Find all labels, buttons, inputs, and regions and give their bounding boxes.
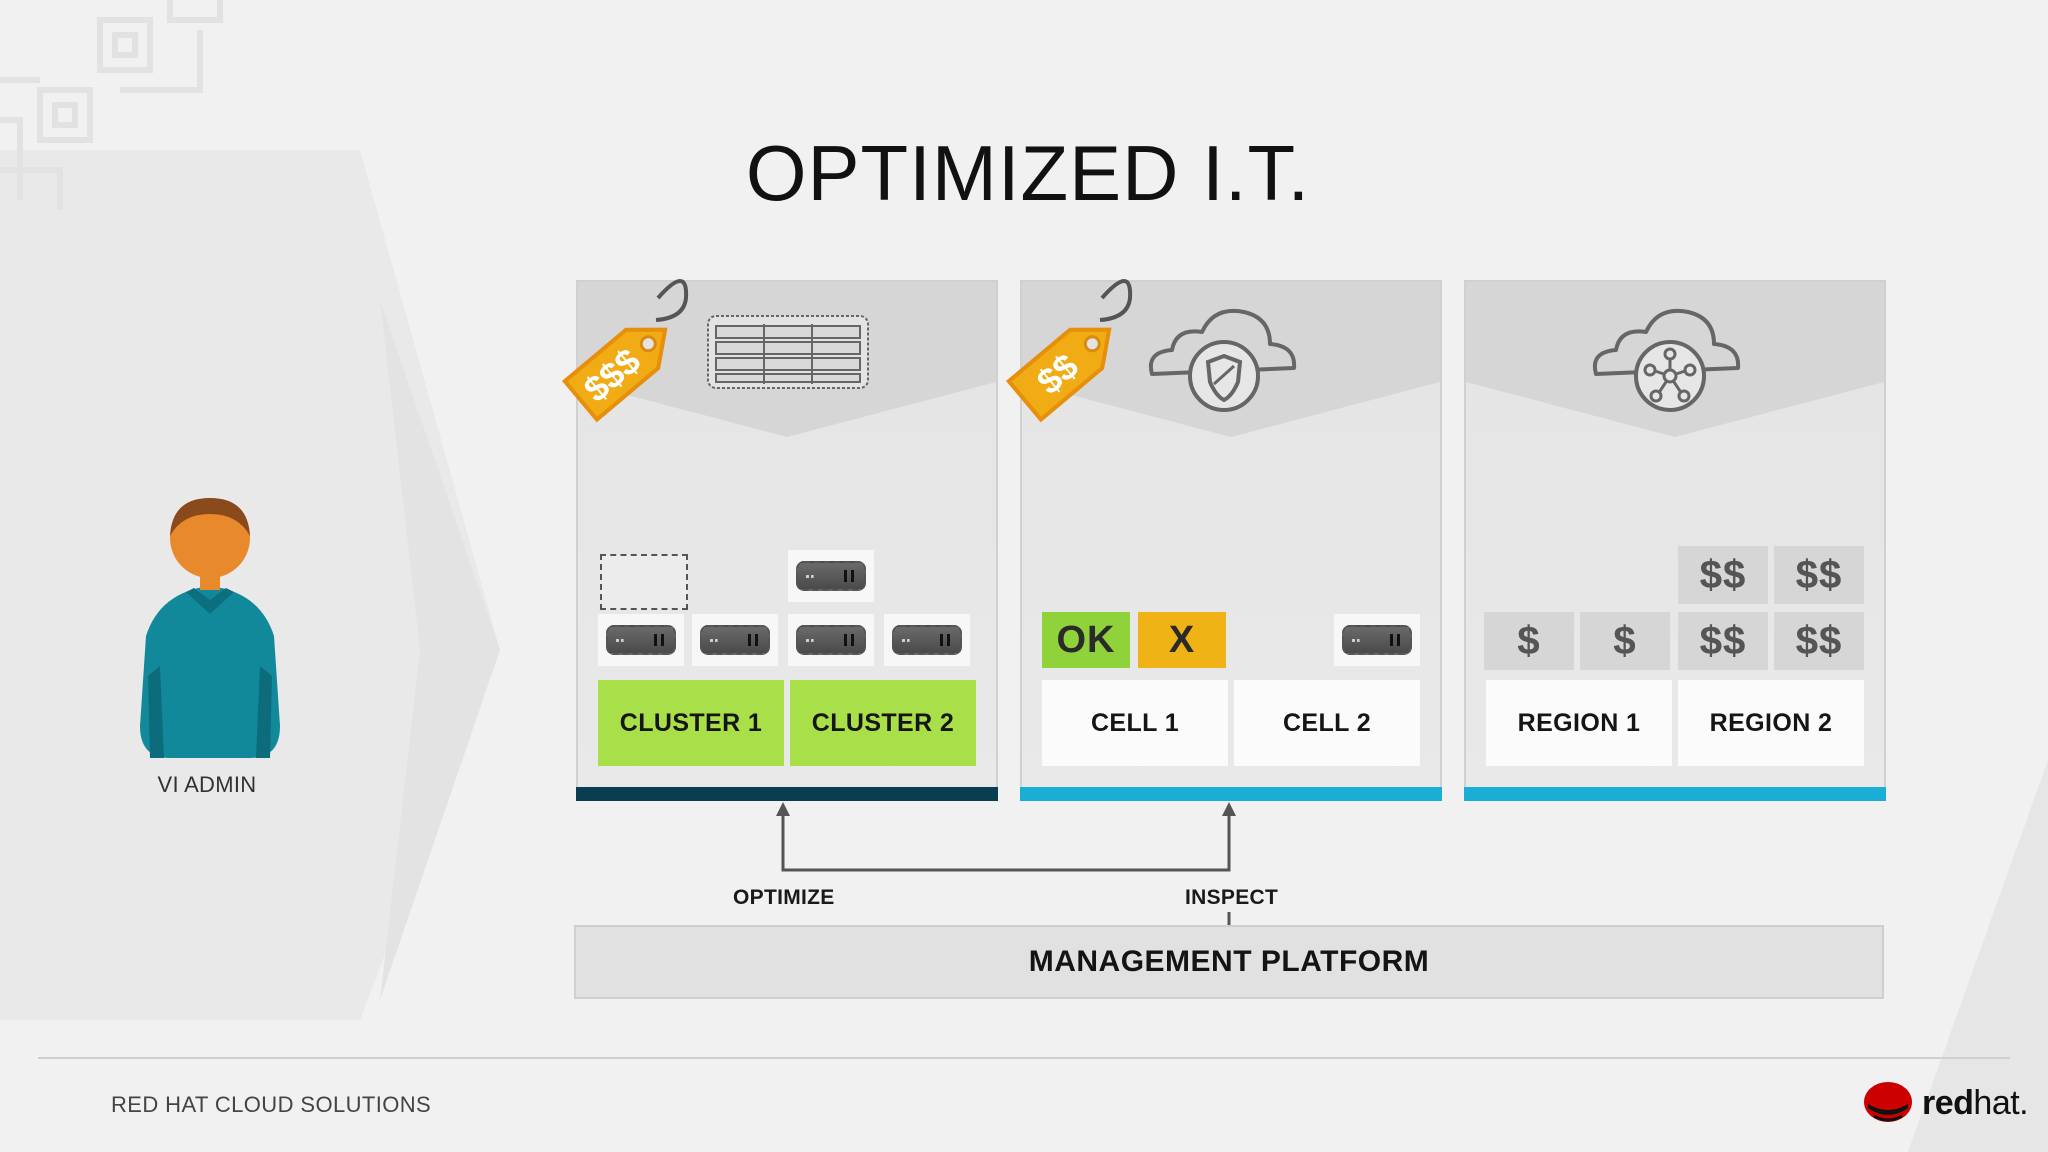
- server-rack-icon: [707, 315, 869, 389]
- cloud-shield-icon: [1149, 309, 1297, 412]
- region-panel: $$ $$ $ $ $$ $$ REGION 1 REGION 2: [1464, 280, 1886, 801]
- panel-bar: [576, 787, 998, 801]
- cost-block: $$: [1774, 612, 1864, 670]
- status-ok-badge: OK: [1042, 612, 1130, 668]
- server-icon: [884, 614, 970, 666]
- server-icon: [692, 614, 778, 666]
- region-1-label[interactable]: REGION 1: [1486, 680, 1672, 766]
- page-title: OPTIMIZED I.T.: [745, 129, 1311, 217]
- cluster-2-label[interactable]: CLUSTER 2: [790, 680, 976, 766]
- cost-block: $$: [1678, 612, 1768, 670]
- cluster-panel: $$$ CLUSTER 1 CLUSTER 2: [561, 279, 998, 801]
- region-2-label[interactable]: REGION 2: [1678, 680, 1864, 766]
- status-x-badge: X: [1138, 612, 1226, 668]
- price-tag-icon: $$$: [561, 279, 689, 423]
- panel-bar: [1020, 787, 1442, 801]
- cost-block: $: [1484, 612, 1574, 670]
- cost-block: $: [1580, 612, 1670, 670]
- placeholder-server: [600, 554, 688, 610]
- optimize-inspect-connector: [776, 802, 1236, 936]
- cell-1-label[interactable]: CELL 1: [1042, 680, 1228, 766]
- cell-2-label[interactable]: CELL 2: [1234, 680, 1420, 766]
- management-platform[interactable]: MANAGEMENT PLATFORM: [574, 925, 1884, 999]
- cell-panel: $$ OK X CELL 1 CELL 2: [1005, 279, 1442, 801]
- cluster-1-label[interactable]: CLUSTER 1: [598, 680, 784, 766]
- redhat-wordmark-light: hat.: [1973, 1084, 2029, 1122]
- inspect-label: INSPECT: [1185, 886, 1279, 909]
- person-icon: [140, 498, 280, 758]
- cloud-network-icon: [1593, 309, 1741, 412]
- shadowman-logo-icon: [1864, 1082, 1912, 1122]
- redhat-wordmark: redhat.: [1922, 1084, 2029, 1123]
- server-icon: [598, 614, 684, 666]
- footer-divider: [38, 1057, 2010, 1059]
- panel-bar: [1464, 787, 1886, 801]
- server-icon: [788, 550, 874, 602]
- optimize-label: OPTIMIZE: [733, 886, 835, 909]
- server-icon: [788, 614, 874, 666]
- redhat-wordmark-bold: red: [1922, 1084, 1974, 1122]
- footer-brand: RED HAT CLOUD SOLUTIONS: [111, 1092, 432, 1117]
- cost-block: $$: [1678, 546, 1768, 604]
- cost-block: $$: [1774, 546, 1864, 604]
- server-icon: [1334, 614, 1420, 666]
- price-tag-icon: $$: [1005, 279, 1133, 423]
- person-label: VI ADMIN: [157, 772, 257, 797]
